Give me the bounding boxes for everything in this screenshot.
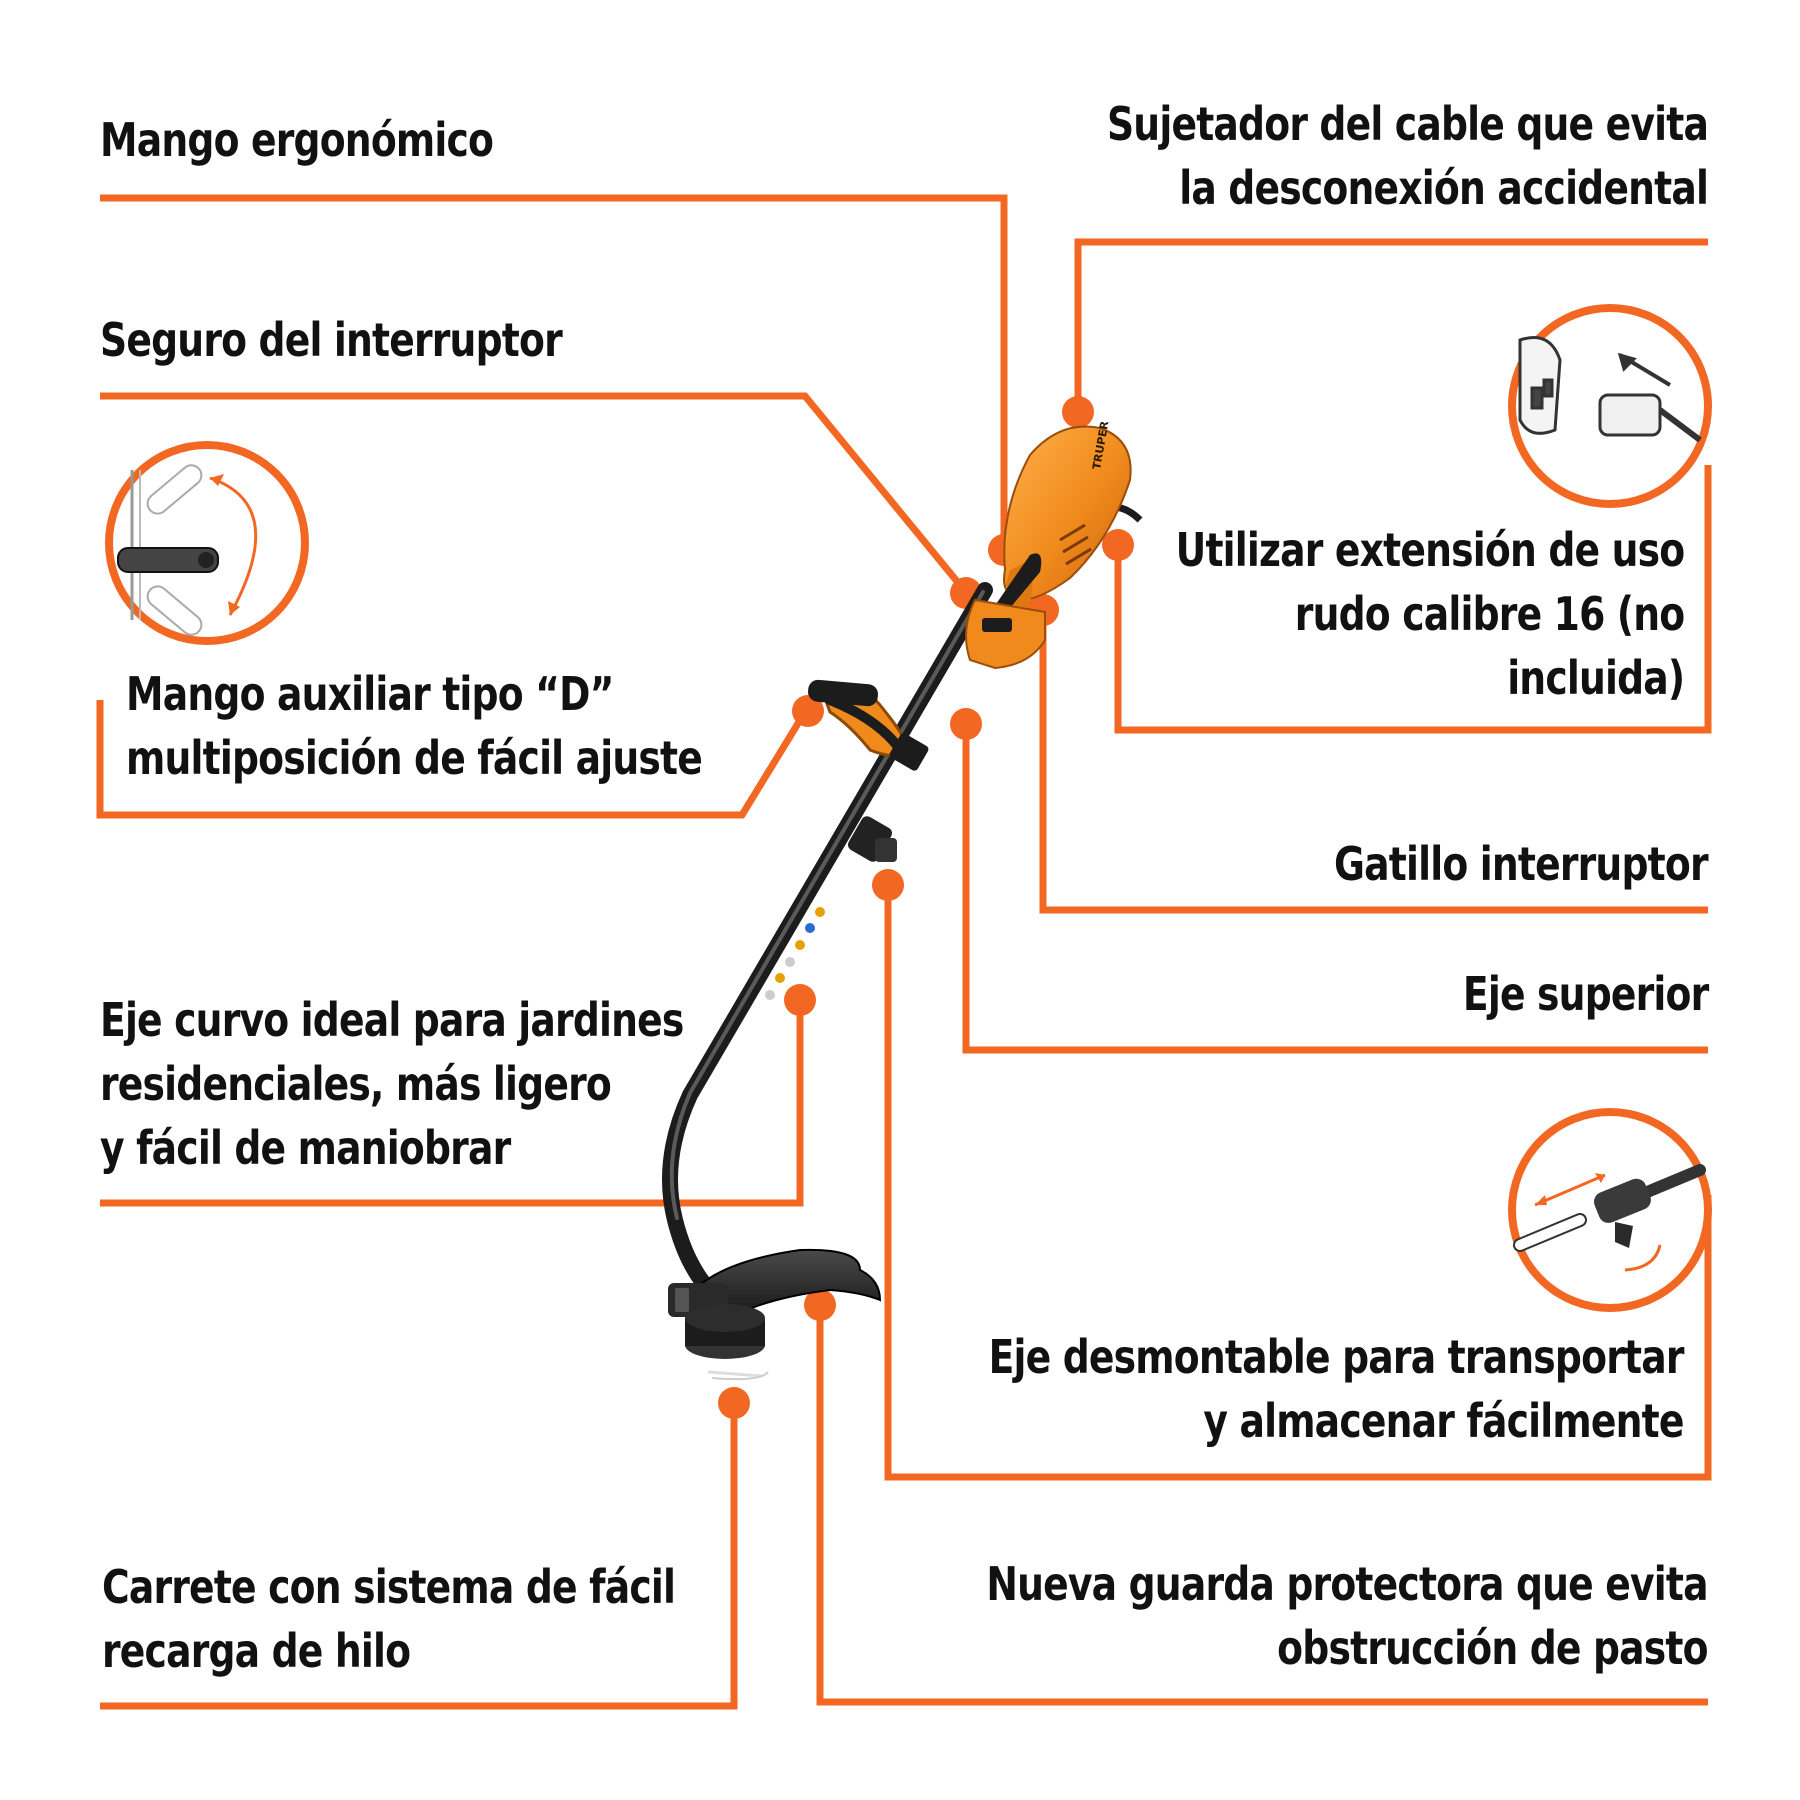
label-eje-desmontable: Eje desmontable para transportar y almac… (988, 1325, 1685, 1453)
shaft-highlight (669, 590, 985, 1220)
label-line: Mango auxiliar tipo “D” (126, 667, 614, 721)
d-handle (808, 679, 929, 771)
inset-handle-adjust (105, 441, 309, 645)
label-sujetador-cable: Sujetador del cable que evita la descone… (1106, 92, 1709, 220)
label-seguro-interruptor: Seguro del interruptor (100, 308, 563, 372)
dot-eje-superior (950, 708, 982, 740)
label-mango-auxiliar: Mango auxiliar tipo “D” multiposición de… (126, 662, 703, 790)
label-eje-superior: Eje superior (1462, 962, 1708, 1026)
coupler-knob (847, 816, 897, 862)
label-eje-curvo: Eje curvo ideal para jardines residencia… (100, 988, 684, 1180)
label-line: residenciales, más ligero (100, 1057, 612, 1111)
inset-handle-art (117, 464, 258, 636)
trigger-grip (965, 553, 1046, 670)
label-gatillo: Gatillo interruptor (1334, 832, 1709, 896)
label-line: Eje curvo ideal para jardines (100, 993, 684, 1047)
dot-mango-auxiliar (792, 695, 824, 727)
inset-detachable-shaft (1508, 1108, 1712, 1312)
label-line: obstrucción de pasto (1277, 1621, 1708, 1675)
label-extension: Utilizar extensión de uso rudo calibre 1… (1175, 518, 1685, 710)
spool-head (685, 1304, 769, 1381)
label-line: Eje desmontable para transportar (988, 1330, 1685, 1384)
label-line: y fácil de maniobrar (100, 1121, 511, 1175)
leader-carrete (100, 1405, 738, 1710)
leader-mango-ergonomico (100, 194, 1008, 545)
leader-eje-superior (962, 724, 1708, 1054)
dot-guarda (804, 1289, 836, 1321)
leader-eje-desmontable (884, 885, 1712, 1481)
label-line: Eje superior (1462, 967, 1708, 1021)
leader-lines (96, 194, 1712, 1710)
leader-extension (1114, 465, 1712, 734)
motor-housing: TRUPER (1003, 420, 1132, 625)
trimmer-illustration: TRUPER (662, 420, 1143, 1381)
label-line: incluida) (1506, 651, 1685, 705)
label-line: y almacenar fácilmente (1203, 1394, 1685, 1448)
label-guarda: Nueva guarda protectora que evita obstru… (986, 1552, 1709, 1680)
inset-cord-retainer (1508, 304, 1712, 508)
leader-sujetador-cable (1074, 238, 1708, 412)
leader-eje-curvo (100, 1003, 804, 1207)
leader-seguro-interruptor (100, 392, 963, 588)
label-line: Seguro del interruptor (100, 313, 563, 367)
inset-plug-art (1518, 336, 1702, 443)
label-line: Carrete con sistema de fácil (102, 1560, 676, 1614)
leader-gatillo (1039, 610, 1708, 914)
dot-sujetador-cable (1062, 396, 1094, 428)
dot-extension (1102, 529, 1134, 561)
label-line: Nueva guarda protectora que evita (986, 1557, 1709, 1611)
vent-slots (1059, 523, 1092, 566)
guard (668, 1248, 882, 1322)
label-line: Sujetador del cable que evita (1106, 97, 1709, 151)
label-line: Mango ergonómico (100, 113, 494, 167)
leader-mango-auxiliar (96, 700, 808, 819)
label-carrete: Carrete con sistema de fácil recarga de … (102, 1555, 676, 1683)
dot-eje-curvo (784, 984, 816, 1016)
dot-eje-desmontable (872, 869, 904, 901)
shaft-decals (765, 907, 825, 1000)
label-line: recarga de hilo (102, 1624, 411, 1678)
inset-shaft-art (1513, 1164, 1706, 1272)
label-mango-ergonomico: Mango ergonómico (100, 108, 494, 172)
dot-carrete (718, 1387, 750, 1419)
label-line: rudo calibre 16 (no (1294, 587, 1684, 641)
label-line: Gatillo interruptor (1334, 837, 1709, 891)
label-line: multiposición de fácil ajuste (126, 731, 703, 785)
label-line: la desconexión accidental (1179, 161, 1709, 215)
label-line: Utilizar extensión de uso (1175, 523, 1685, 577)
leader-guarda (816, 1305, 1708, 1706)
